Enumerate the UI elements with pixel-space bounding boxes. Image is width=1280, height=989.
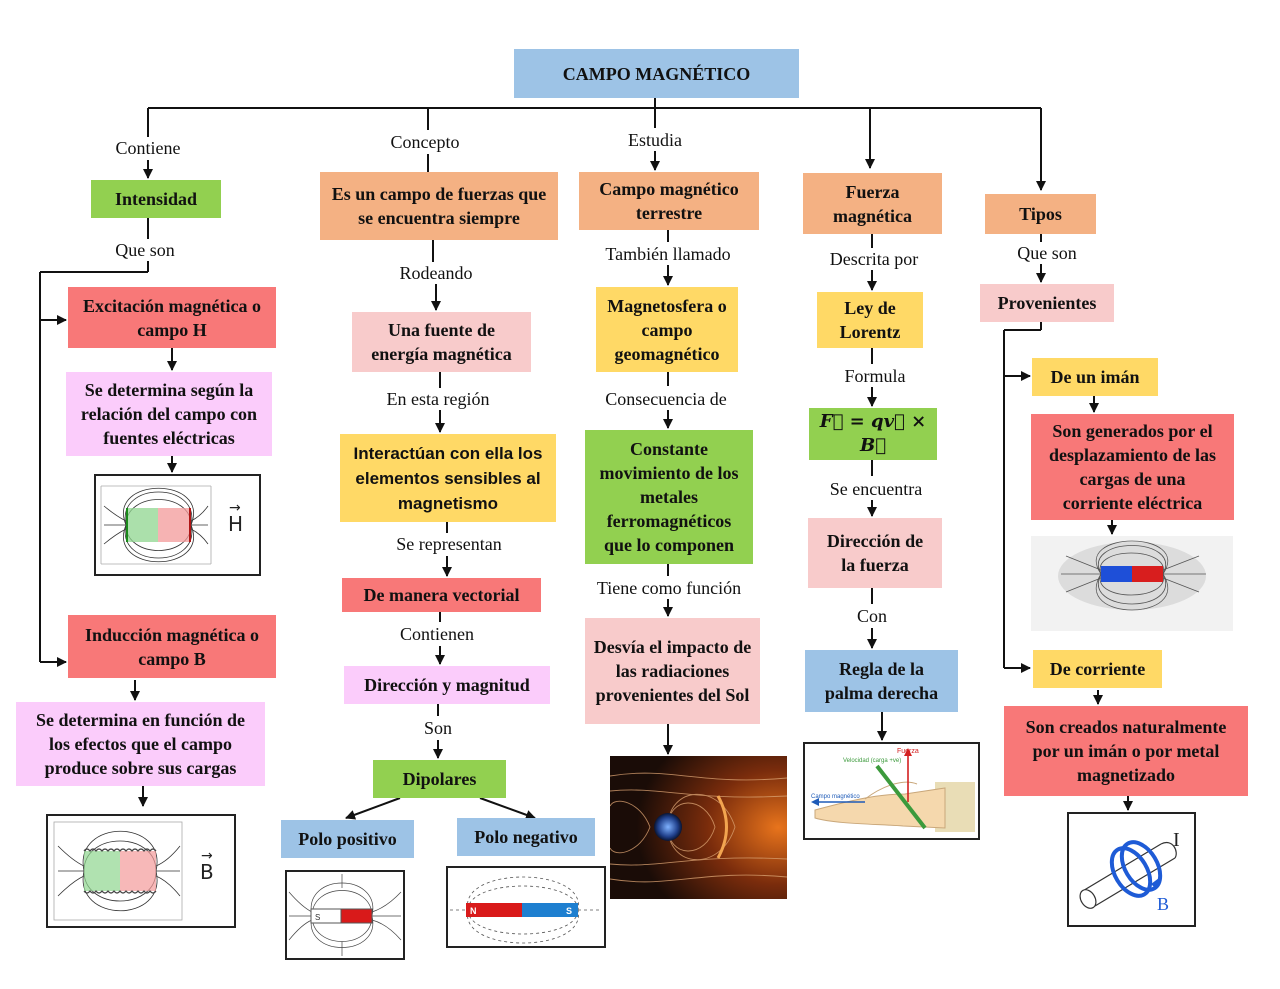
interactuan-box: Interactúan con ella los elementos sensi… (340, 434, 556, 522)
label-contiene: Contiene (113, 137, 183, 159)
title-text: CAMPO MAGNÉTICO (562, 63, 751, 84)
magnetosfera-image (609, 756, 788, 899)
direccion-box: Dirección y magnitud (344, 666, 550, 704)
concepto-box: Es un campo de fuerzas que se encuentra … (320, 172, 558, 240)
label-formula: Formula (842, 365, 908, 387)
label-concepto: Concepto (388, 131, 462, 153)
label-que-son-2: Que son (1015, 242, 1079, 264)
label-contienen: Contienen (398, 623, 476, 645)
label-representan: Se representan (394, 533, 504, 555)
induccion-box: Inducción magnética o campo B (68, 615, 276, 678)
corriente-image: I B (1067, 812, 1196, 927)
polo-negativo-box: Polo negativo (457, 818, 595, 856)
provenientes-box: Provenientes (980, 284, 1114, 322)
polo-positivo-image: S (285, 870, 405, 960)
excitacion-desc-box: Se determina según la relación del campo… (66, 372, 272, 456)
title-box: CAMPO MAGNÉTICO (514, 49, 799, 98)
b-symbol: →B (200, 848, 214, 884)
b-field-image: →B (46, 814, 236, 928)
b-coil-symbol: B (1157, 894, 1169, 914)
induccion-desc-box: Se determina en función de los efectos q… (16, 702, 265, 786)
h-symbol: →H (228, 500, 244, 536)
h-letter: H (228, 512, 244, 536)
de-iman-box: De un imán (1032, 358, 1158, 396)
excitacion-box: Excitación magnética o campo H (68, 287, 276, 348)
polo-negativo-image: N S (446, 866, 606, 948)
magnet-neg-n-label: N (470, 906, 477, 916)
magnet-neg-s-label: S (566, 906, 572, 916)
corriente-desc-box: Son creados naturalmente por un imán o p… (1004, 706, 1248, 796)
intensidad-box: Intensidad (91, 180, 221, 218)
formula-box: F⃗ = qv⃗ × B⃗ (809, 408, 937, 460)
fuerza-box: Fuerza magnética (803, 173, 942, 234)
h-field-image: →H (94, 474, 261, 576)
regla-image: Fuerza Velocidad (carga +ve) Campo magné… (803, 742, 980, 840)
label-que-son-1: Que son (113, 239, 177, 261)
lorentz-box: Ley de Lorentz (817, 292, 923, 348)
label-llamado: También llamado (603, 243, 733, 265)
iman-desc-box: Son generados por el desplazamiento de l… (1031, 414, 1234, 520)
terrestre-box: Campo magnético terrestre (579, 172, 759, 230)
label-funcion: Tiene como función (594, 577, 744, 599)
b-letter: B (200, 860, 214, 884)
label-con: Con (854, 605, 890, 627)
label-son: Son (421, 717, 455, 739)
vectorial-box: De manera vectorial (342, 578, 541, 612)
label-estudia: Estudia (626, 129, 684, 151)
iman-image (1031, 536, 1233, 631)
fuente-box: Una fuente de energía magnética (352, 312, 531, 372)
dipolares-box: Dipolares (373, 760, 506, 798)
direccion-fuerza-box: Dirección de la fuerza (808, 518, 942, 588)
hand-label-velocidad: Velocidad (carga +ve) (843, 758, 901, 764)
label-encuentra: Se encuentra (827, 478, 925, 500)
label-rodeando: Rodeando (397, 262, 475, 284)
magnetosfera-box: Magnetosfera o campo geomagnético (596, 287, 738, 372)
hand-label-fuerza: Fuerza (897, 748, 919, 755)
de-corriente-box: De corriente (1033, 650, 1162, 688)
desvia-box: Desvía el impacto de las radiaciones pro… (585, 618, 760, 724)
formula-text: F⃗ = qv⃗ × B⃗ (819, 411, 927, 456)
label-consecuencia: Consecuencia de (603, 388, 729, 410)
hand-label-campo: Campo magnético (811, 794, 860, 800)
label-region: En esta región (384, 388, 492, 410)
polo-positivo-box: Polo positivo (281, 820, 414, 858)
i-symbol: I (1173, 829, 1180, 851)
regla-box: Regla de la palma derecha (805, 650, 958, 712)
label-descrita: Descrita por (827, 248, 921, 270)
magnet-pos-s-label: S (315, 913, 320, 922)
tipos-box: Tipos (985, 194, 1096, 234)
constante-box: Constante movimiento de los metales ferr… (585, 430, 753, 564)
